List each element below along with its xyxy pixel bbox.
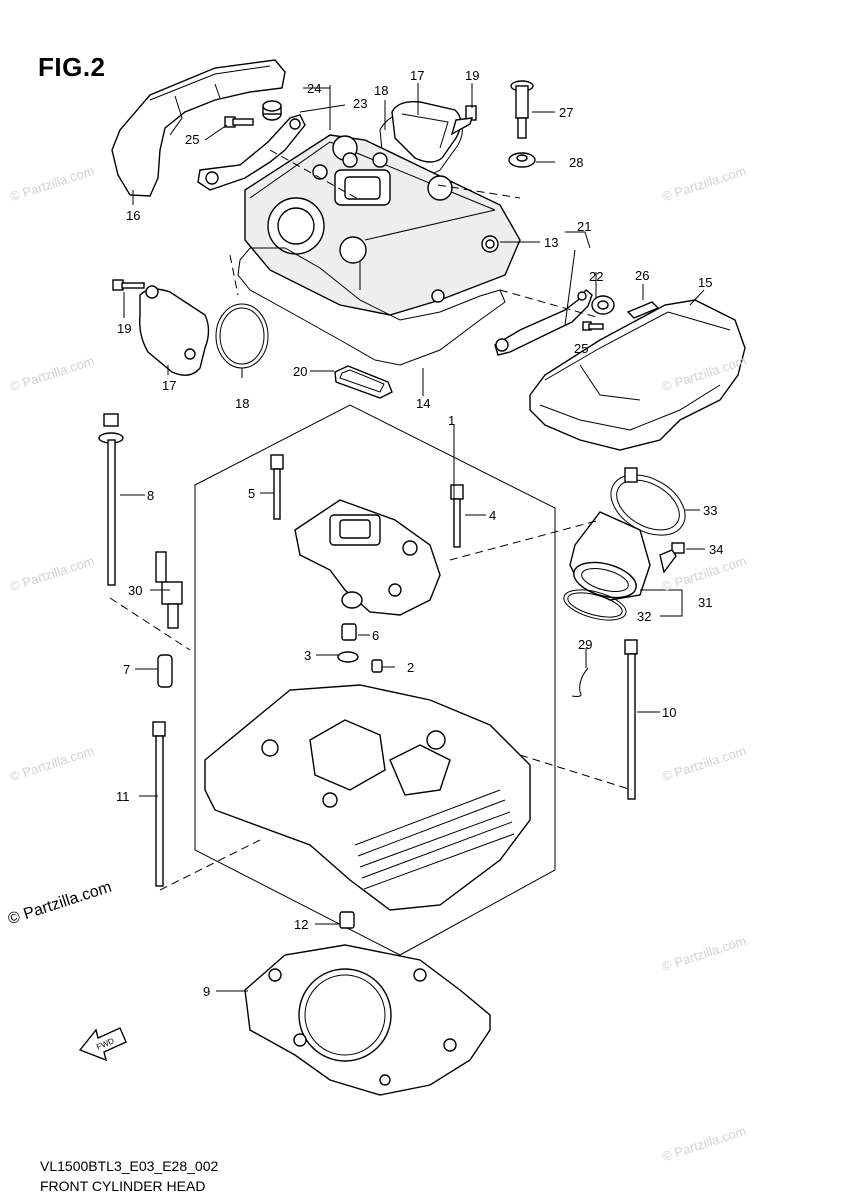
forward-direction-arrow: FWD [78,1027,127,1062]
callout-14: 14 [416,396,430,411]
dowel-pin-part-2[interactable] [371,659,383,673]
camshaft-holder [294,499,441,616]
dowel-pin-part-12[interactable] [339,911,355,929]
screw-part-34[interactable] [659,542,685,574]
grommet-part-22[interactable] [591,295,615,315]
outer-cover-part-15[interactable] [529,299,746,451]
dowel-pin-part-6[interactable] [341,623,357,641]
callout-17-left: 17 [162,378,176,393]
callout-23: 23 [353,96,367,111]
callout-19-left: 19 [117,321,131,336]
callout-27: 27 [559,105,573,120]
callout-9: 9 [203,984,210,999]
callout-1: 1 [448,413,455,428]
bolt-part-5[interactable] [270,454,284,520]
model-code: VL1500BTL3_E03_E28_002 [40,1158,219,1174]
bolt-part-25-right[interactable] [582,321,604,331]
callout-31: 31 [698,595,712,610]
callout-10: 10 [662,705,676,720]
callout-15: 15 [698,275,712,290]
callout-11: 11 [116,789,130,804]
callout-2: 2 [407,660,414,675]
callout-25-right: 25 [574,341,588,356]
o-ring-part-18-left[interactable] [215,303,269,369]
callout-leader-lines [120,83,705,992]
callout-12: 12 [294,917,308,932]
callout-16: 16 [126,208,140,223]
head-gasket-part-9[interactable] [244,944,491,1096]
callout-22: 22 [589,269,603,284]
intake-pipe-part-31[interactable] [569,511,651,604]
callout-19-top: 19 [465,68,479,83]
callout-18-left: 18 [235,396,249,411]
callout-21: 21 [577,219,591,234]
cylinder-head-outline-boundary [194,404,556,956]
grommet-part-24[interactable] [262,100,282,121]
o-ring-part-32[interactable] [561,584,630,626]
bolt-part-10[interactable] [624,639,638,800]
clip-part-29[interactable] [571,667,589,697]
callout-30: 30 [128,583,142,598]
figure-title: FIG.2 [38,52,106,82]
stud-part-7[interactable] [157,654,173,688]
callout-32: 32 [637,609,651,624]
callout-26: 26 [635,268,649,283]
callout-28: 28 [569,155,583,170]
o-ring-part-3[interactable] [337,651,359,663]
bolt-part-4[interactable] [450,484,464,548]
bolt-part-19-left[interactable] [112,279,145,291]
washer-part-28[interactable] [508,152,536,168]
callout-25-left: 25 [185,132,199,147]
callout-5: 5 [248,486,255,501]
cylinder-head-cover-part-13[interactable] [244,134,521,316]
callout-numbers: 1 2 3 4 5 6 7 8 9 10 11 12 13 14 15 16 1… [116,68,723,999]
callout-17-top: 17 [410,68,424,83]
bracket-part-23[interactable] [197,114,306,191]
callout-13: 13 [544,235,558,250]
callout-20: 20 [293,364,307,379]
bolt-part-19-top[interactable] [450,105,477,136]
head-cover-gasket-part-14[interactable] [237,247,506,366]
callout-7: 7 [123,662,130,677]
cap-cover-part-17-top[interactable] [391,101,462,163]
bolt-part-8[interactable] [98,413,124,586]
callout-18-top: 18 [374,83,388,98]
callout-24: 24 [307,81,321,96]
alignment-dashed-lines [109,149,633,891]
cap-cover-part-17-left[interactable] [138,285,210,376]
bolt-part-27[interactable] [510,80,534,139]
spark-plug-part-30[interactable] [155,551,183,629]
callout-3: 3 [304,648,311,663]
callout-29: 29 [578,637,592,652]
callout-34: 34 [709,542,723,557]
gasket-part-20[interactable] [334,365,393,399]
callout-33: 33 [703,503,717,518]
bolt-part-11[interactable] [152,721,166,887]
callout-8: 8 [147,488,154,503]
callout-6: 6 [372,628,379,643]
bolt-part-25-left[interactable] [224,116,254,128]
figure-caption: FRONT CYLINDER HEAD [40,1178,206,1194]
cylinder-head-part-1[interactable] [204,684,531,911]
top-side-cover-part-16[interactable] [111,59,286,197]
callout-4: 4 [489,508,496,523]
bracket-part-21[interactable] [494,289,593,356]
